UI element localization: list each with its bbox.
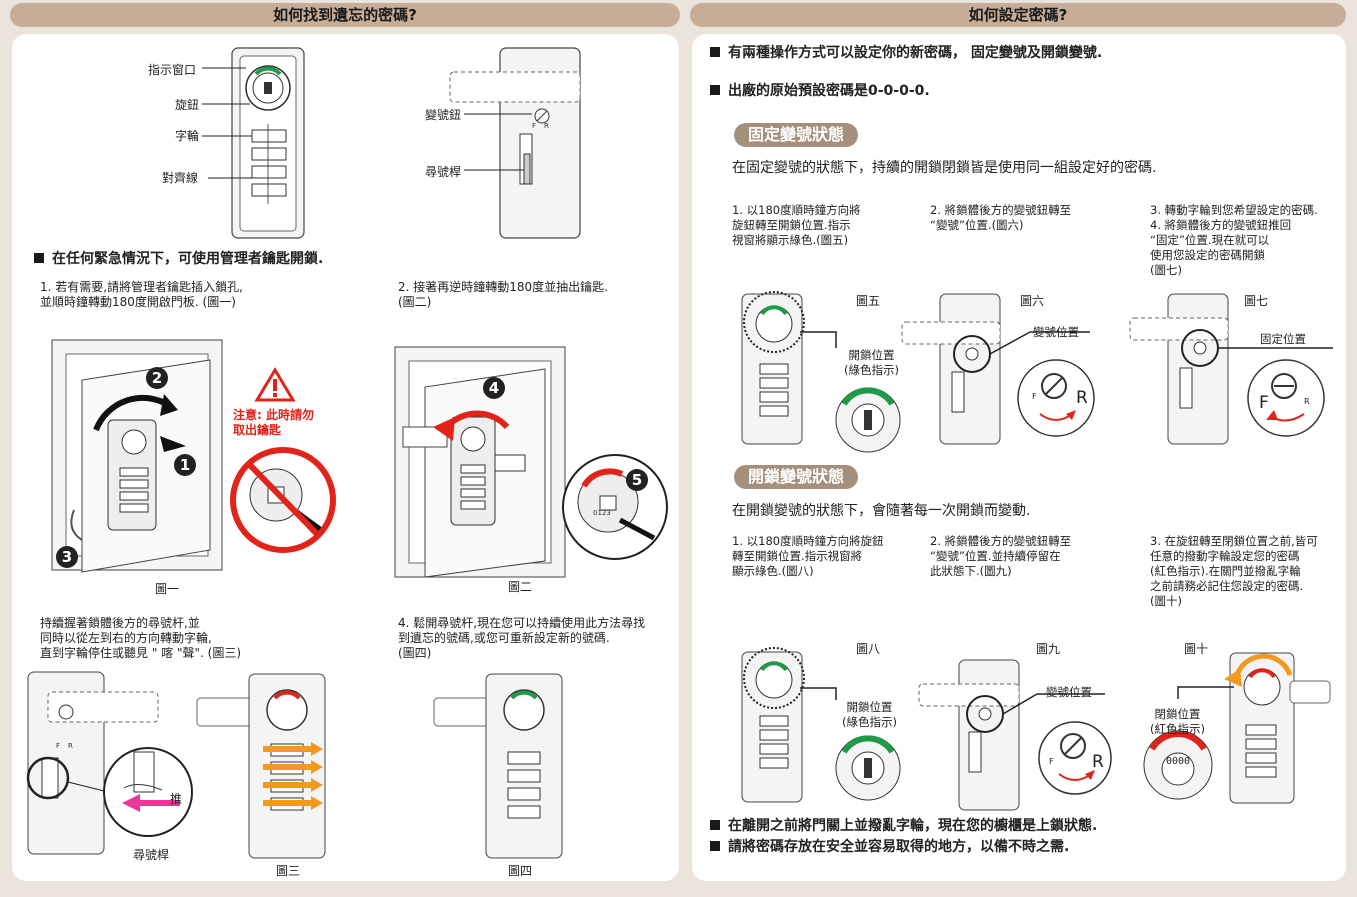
label-window: 指示窗口 [148, 63, 197, 77]
right-bullet4: 請將密碼存放在安全並容易取得的地方，以備不時之需. [710, 838, 1069, 856]
label-wheel: 字輪 [175, 129, 200, 143]
bullet-icon [34, 253, 44, 263]
lock-front-diagram [202, 47, 305, 239]
right-bullet3: 在離開之前將門關上並撥亂字輪，現在您的櫥櫃是上鎖狀態. [710, 817, 1097, 835]
bullet-icon [710, 841, 720, 851]
fig5-diagram [741, 291, 901, 453]
fig7-F: F [1259, 393, 1269, 413]
fixed-mode-desc: 在固定變號的狀態下，持續的開鎖閉鎖皆是使用同一組設定好的密碼. [732, 160, 1157, 176]
badge-5-label: 5 [631, 471, 643, 489]
right-bullet4-text: 請將密碼存放在安全並容易取得的地方，以備不時之需. [728, 839, 1070, 855]
bullet-icon [710, 47, 720, 57]
fixed-step1: 1. 以180度順時鐘方向將 旋鈕轉至開鎖位置.指示 視窗將顯示綠色.(圖五) [732, 203, 861, 247]
badge-2-label: 2 [151, 369, 163, 387]
right-bullet1-text: 有兩種操作方式可以設定你的新密碼， 固定變號及開鎖變號. [728, 45, 1103, 61]
badge-1-label: 1 [179, 456, 191, 474]
label-switch-knob: 變號鈕 [425, 108, 462, 122]
fig6-diagram [901, 293, 1095, 445]
svg-text:R: R [68, 742, 73, 750]
left-header: 如何找到遺忘的密碼? [10, 3, 680, 27]
fig10-caption: 圖十 [1184, 642, 1209, 656]
fig2-illustration [394, 346, 566, 578]
open-step1: 1. 以180度順時鐘方向將旋鈕 轉至開鎖位置.指示視窗將 顯示綠色.(圖八) [732, 534, 884, 578]
bullet-icon [710, 85, 720, 95]
fig6-change-pos: 變號位置 [1033, 325, 1079, 339]
fig7-diagram [1129, 293, 1333, 445]
fig5-open-pos: 開鎖位置 (綠色指示) [844, 348, 899, 377]
right-bullet1: 有兩種操作方式可以設定你的新密碼， 固定變號及開鎖變號. [710, 44, 1102, 62]
push-label: 推 [170, 792, 183, 806]
left-step2: 2. 接著再逆時鐘轉動180度並抽出鑰匙. (圖二) [398, 280, 608, 309]
fig4-front-diagram [433, 673, 563, 859]
fig7-R: R [1304, 397, 1310, 406]
fig1-illustration [51, 339, 223, 573]
emergency-text: 在任何緊急情況下，可使用管理者鑰匙開鎖. [52, 251, 324, 267]
fig6-caption: 圖六 [1020, 294, 1045, 308]
badge-1 [174, 454, 196, 476]
open-step3: 3. 在旋鈕轉至閉鎖位置之前,皆可 任意的撥動字輪設定您的密碼 (紅色指示).在… [1150, 534, 1318, 608]
fig3-front-diagram [196, 673, 326, 859]
right-bullet3-text: 在離開之前將門關上並撥亂字輪，現在您的櫥櫃是上鎖狀態. [728, 818, 1098, 834]
left-step3: 持續握著鎖體後方的尋號杆,並 同時以從左到右的方向轉動字輪, 直到字輪停住或聽見… [40, 616, 241, 660]
fig8-diagram [741, 647, 901, 803]
emergency-note: 在任何緊急情況下，可使用管理者鑰匙開鎖. [34, 250, 323, 268]
fig3-caption: 圖三 [276, 864, 301, 878]
svg-text:F: F [56, 742, 60, 750]
fig8-open-pos: 開鎖位置 (綠色指示) [842, 700, 897, 729]
fig8-caption: 圖八 [856, 642, 881, 656]
open-mode-desc: 在開鎖變號的狀態下，會隨著每一次開鎖而變動. [732, 503, 1031, 519]
badge-5 [626, 469, 648, 491]
fig2-caption: 圖二 [508, 580, 533, 594]
fixed-step3: 3. 轉動字輪到您希望設定的密碼. 4. 將鎖體後方的變號鈕推回 “固定”位置.… [1150, 203, 1318, 277]
label-finder-rod: 尋號桿 [425, 165, 462, 179]
fig1-caption: 圖一 [155, 582, 180, 596]
fig5-caption: 圖五 [856, 294, 881, 308]
badge-2 [146, 367, 168, 389]
open-step2: 2. 將鎖體後方的變號鈕轉至 “變號”位置.並持續停留在 此狀態下.(圖九) [930, 534, 1072, 578]
fixed-step2: 2. 將鎖體後方的變號鈕轉至 “變號”位置.(圖六) [930, 203, 1072, 232]
label-knob: 旋鈕 [175, 98, 200, 112]
left-step4: 4. 鬆開尋號杆,現在您可以持續使用此方法尋找 到遺忘的號碼,或您可重新設定新的… [398, 616, 646, 660]
fig9-R: R [1092, 752, 1104, 772]
bullet-icon [710, 820, 720, 830]
fig6-F: F [1032, 392, 1037, 401]
left-step1: 1. 若有需要,請將管理者鑰匙插入鎖孔, 並順時鐘轉動180度開啟門板. (圖一… [40, 280, 243, 309]
fig7-caption: 圖七 [1244, 294, 1269, 308]
open-mode-title: 開鎖變號狀態 [734, 465, 859, 489]
badge-4 [483, 377, 505, 399]
no-remove-key-icon [230, 447, 336, 553]
fig10-close-pos: 閉鎖位置 (紅色指示) [1150, 707, 1205, 736]
badge-3 [56, 546, 78, 568]
svg-text:R: R [544, 122, 549, 130]
fig6-R: R [1076, 388, 1088, 408]
fig7-fixed-pos: 固定位置 [1260, 332, 1306, 346]
finder-rod-caption: 尋號桿 [133, 848, 170, 862]
warning-icon [254, 367, 296, 402]
right-bullet2-text: 出廠的原始預設密碼是0-0-0-0. [728, 83, 930, 99]
fig10-code: 0000 [1166, 756, 1191, 767]
fig9-change-pos: 變號位置 [1046, 685, 1092, 699]
fig9-F: F [1049, 757, 1054, 766]
fig10-diagram [1143, 652, 1331, 804]
fig9-caption: 圖九 [1036, 642, 1061, 656]
warning-text: 注意: 此時請勿 取出鑰匙 [233, 408, 314, 437]
badge-3-label: 3 [61, 548, 73, 566]
right-bullet2: 出廠的原始預設密碼是0-0-0-0. [710, 82, 930, 100]
badge-4-label: 4 [488, 379, 500, 397]
fig9-diagram [918, 659, 1112, 811]
fixed-mode-title: 固定變號狀態 [734, 123, 859, 147]
key-code: 0123 [593, 509, 611, 517]
right-header: 如何設定密碼? [690, 3, 1346, 27]
label-align: 對齊線 [162, 171, 199, 185]
fig4-caption: 圖四 [508, 864, 533, 878]
key-detail-circle [562, 454, 668, 560]
svg-text:F: F [532, 122, 536, 130]
